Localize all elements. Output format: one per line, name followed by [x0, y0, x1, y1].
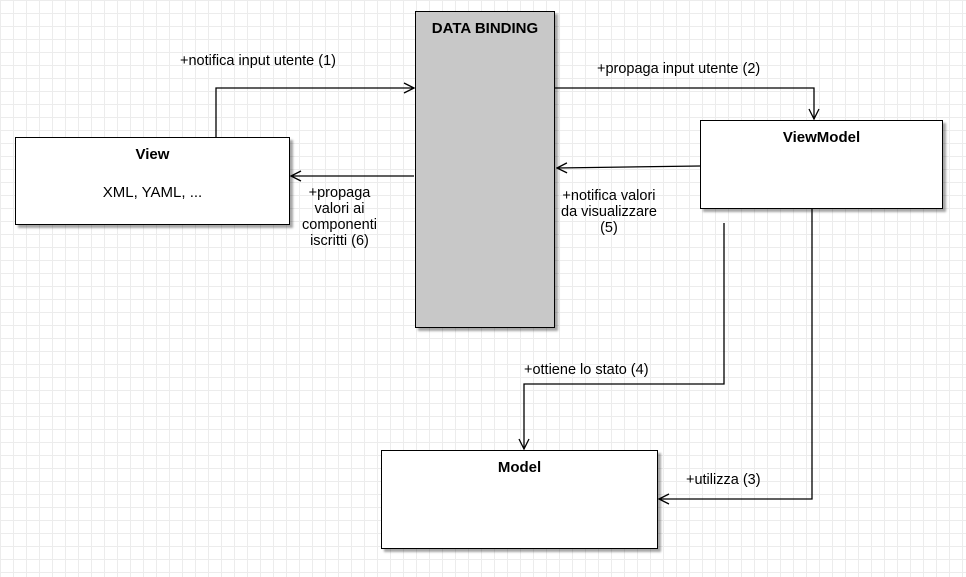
label-propagate-input: +propaga input utente (2): [597, 61, 761, 77]
label-propagate-values: +propaga valori ai componenti iscritti (…: [302, 185, 377, 249]
viewmodel-box[interactable]: ViewModel: [700, 120, 943, 209]
arrow-notify-input: [215, 88, 414, 137]
arrow-uses: [659, 209, 813, 499]
data-binding-title: DATA BINDING: [431, 20, 539, 37]
view-box[interactable]: View XML, YAML, ...: [15, 137, 290, 225]
label-notify-values: +notifica valori da visualizzare (5): [561, 188, 657, 236]
label-gets-state: +ottiene lo stato (4): [524, 362, 649, 378]
arrow-gets-state: [524, 223, 725, 449]
label-notify-input: +notifica input utente (1): [180, 53, 336, 69]
view-subtitle: XML, YAML, ...: [102, 184, 203, 201]
label-uses: +utilizza (3): [686, 472, 761, 488]
model-title: Model: [497, 459, 542, 476]
arrow-propagate-input: [555, 87, 814, 119]
data-binding-box[interactable]: DATA BINDING: [415, 11, 555, 328]
arrow-notify-values: [557, 166, 701, 168]
viewmodel-title: ViewModel: [782, 129, 861, 146]
model-box[interactable]: Model: [381, 450, 658, 549]
view-title: View: [135, 146, 170, 163]
